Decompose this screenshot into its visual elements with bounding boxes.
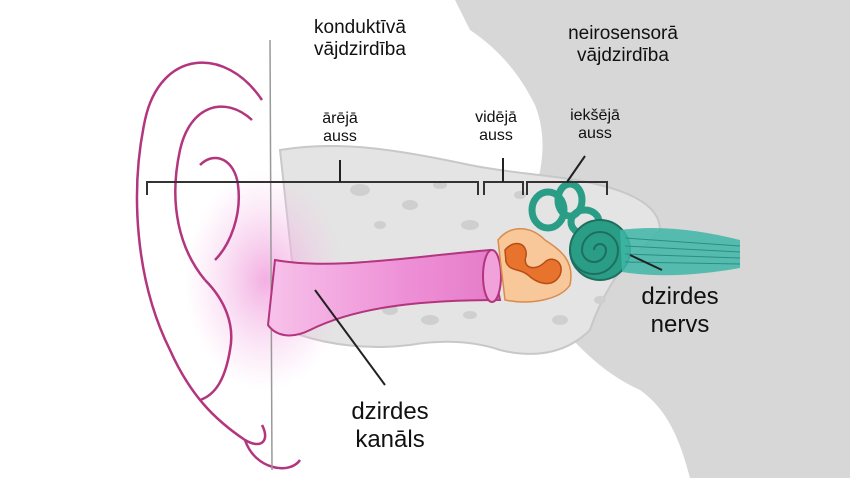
pinna <box>135 39 302 471</box>
auditory-nerve-label-line2: nervs <box>650 310 710 338</box>
inner-ear-label-line1: iekšējā <box>570 107 620 124</box>
sensorineural-label-line2: vājdzirdība <box>577 44 669 66</box>
middle-ear-label-line2: auss <box>479 127 513 145</box>
pointer-ear-canal <box>314 289 386 386</box>
outer-ear-label: ārējā auss <box>300 110 380 147</box>
sensorineural-label-line1: neirosensorā <box>568 23 678 44</box>
outer-ear-label-line2: auss <box>323 128 357 146</box>
pointer-inner-ear <box>566 155 586 183</box>
middle-ear-label: vidējā auss <box>456 109 536 146</box>
ear-canal-label-line2: kanāls <box>355 425 425 453</box>
sensorineural-hearing-loss-label: neirosensorā vājdzirdība <box>548 23 698 67</box>
ear-canal-label-line1: dzirdes <box>351 398 429 425</box>
ossicles <box>504 242 562 285</box>
auditory-nerve-label-line1: dzirdes <box>641 283 719 310</box>
inner-ear-label-line2: auss <box>578 125 612 143</box>
eardrum <box>482 249 502 303</box>
skin-glow <box>185 170 345 390</box>
ear-canal-label: dzirdes kanāls <box>330 398 450 453</box>
inner-ear-label: iekšējā auss <box>555 107 635 144</box>
conductive-label-line2: vājdzirdība <box>314 38 406 60</box>
pointer-lines <box>314 155 663 386</box>
outer-ear-label-line1: ārējā <box>322 110 358 127</box>
conductive-label-line1: konduktīvā <box>314 17 406 38</box>
bracket-outer-ear <box>146 181 479 195</box>
ear-canal-tube <box>266 248 502 337</box>
conductive-hearing-loss-label: konduktīvā vājdzirdība <box>290 17 430 61</box>
pointer-auditory-nerve <box>629 254 663 271</box>
middle-ear-label-line1: vidējā <box>475 109 517 126</box>
auditory-nerve-label: dzirdes nervs <box>620 283 740 338</box>
